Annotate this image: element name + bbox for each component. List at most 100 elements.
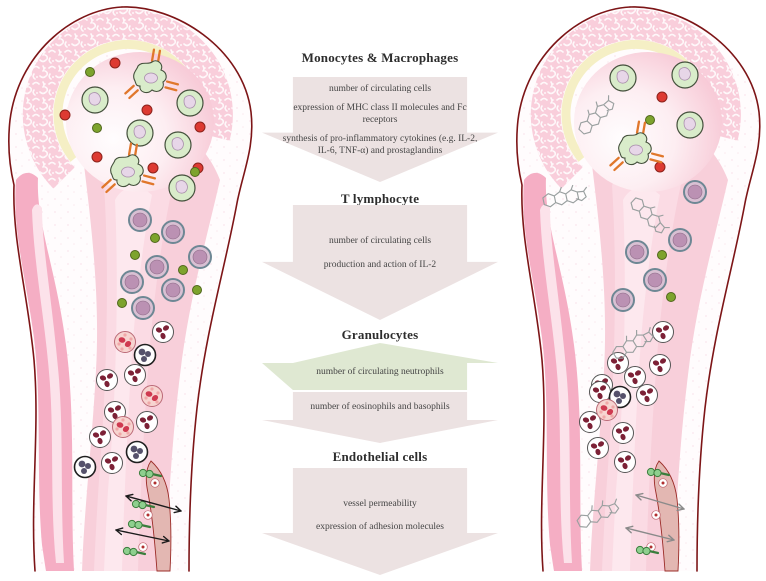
basophil-cell <box>133 343 157 367</box>
cytokine-green-dot <box>657 250 667 260</box>
cytokine-green-dot <box>85 67 95 77</box>
monocyte-cell <box>176 89 204 117</box>
tlymphocyte-effect-2: production and action of IL-2 <box>323 260 437 270</box>
permeability-double-arrow <box>635 492 685 512</box>
tlymphocyte-down-arrow: number of circulating cells production a… <box>262 205 498 320</box>
neutrophil-cell <box>579 411 601 433</box>
cytokine-green-dot <box>130 250 140 260</box>
neutrophil-cell <box>587 437 609 459</box>
monocytes-down-arrow: number of circulating cells expression o… <box>262 77 498 182</box>
neutrophil-cell <box>614 451 636 473</box>
t-lymphocyte-cell <box>683 180 707 204</box>
cytokine-green-dot <box>666 292 676 302</box>
monocyte-cell <box>676 111 704 139</box>
neutrophil-cell <box>607 352 629 374</box>
endothelial-nucleus <box>138 542 148 552</box>
t-lymphocyte-cell <box>643 268 667 292</box>
neutrophil-cell <box>624 366 646 388</box>
endothelial-down-arrow: vessel permeability expression of adhesi… <box>262 468 498 575</box>
cytokine-red-dot <box>654 161 666 173</box>
monocytes-effect-2: expression of MHC class II molecules and… <box>293 103 467 125</box>
cytokine-red-dot <box>59 109 71 121</box>
cytokine-red-dot <box>656 91 668 103</box>
endothelial-nucleus <box>143 510 153 520</box>
adhesion-molecule <box>646 467 671 478</box>
t-lymphocyte-cell <box>611 288 635 312</box>
cytokine-green-dot <box>92 123 102 133</box>
cytokine-red-dot <box>109 57 121 69</box>
t-lymphocyte-cell <box>128 208 152 232</box>
granulocytes-effect-up: number of circulating neutrophils <box>316 367 444 377</box>
neutrophil-cell <box>124 364 146 386</box>
glucocorticoid-molecule <box>630 197 670 234</box>
monocyte-cell <box>671 61 699 89</box>
glucocorticoid-molecule <box>612 327 654 359</box>
adhesion-molecule <box>131 499 156 510</box>
t-lymphocyte-cell <box>161 220 185 244</box>
permeability-double-arrow <box>625 525 675 543</box>
t-lymphocyte-cell <box>145 255 169 279</box>
cytokine-red-dot <box>147 162 159 174</box>
eosinophils-down-arrow: number of eosinophils and basophils <box>262 392 498 443</box>
endothelial-nucleus <box>658 478 668 488</box>
permeability-double-arrow <box>125 493 182 514</box>
neutrophils-up-arrow: number of circulating neutrophils <box>262 343 498 390</box>
macrophage-cell <box>609 120 665 172</box>
section-heading-endothelial: Endothelial cells <box>332 449 428 464</box>
monocyte-cell <box>168 174 196 202</box>
neutrophil-cell <box>649 354 671 376</box>
monocytes-effect-3: synthesis of pro-inflammatory cytokines … <box>282 134 478 156</box>
basophil-cell <box>125 440 149 464</box>
adhesion-molecule <box>138 468 163 479</box>
t-lymphocyte-cell <box>668 228 692 252</box>
neutrophil-cell <box>152 321 174 343</box>
cytokine-green-dot <box>645 115 655 125</box>
glucocorticoid-molecule <box>578 95 615 135</box>
monocytes-effect-1: number of circulating cells <box>328 84 432 94</box>
section-heading-tlymphocyte: T lymphocyte <box>340 191 420 206</box>
cytokine-green-dot <box>178 265 188 275</box>
cytokine-red-dot <box>141 104 153 116</box>
cytokine-green-dot <box>190 167 200 177</box>
t-lymphocyte-cell <box>188 245 212 269</box>
monocyte-cell <box>126 119 154 147</box>
endothelial-nucleus <box>150 478 160 488</box>
eosinophil-cell <box>114 331 136 353</box>
neutrophil-cell <box>96 369 118 391</box>
neutrophil-cell <box>89 426 111 448</box>
neutrophil-cell <box>636 384 658 406</box>
neutrophil-cell <box>652 321 674 343</box>
tlymphocyte-effect-1: number of circulating cells <box>328 236 432 246</box>
right-vessel-illustration <box>517 7 760 571</box>
eosinophil-cell <box>141 385 163 407</box>
neutrophil-cell <box>136 411 158 433</box>
endothelial-effect-2: expression of adhesion molecules <box>316 522 444 532</box>
macrophage-cell <box>124 48 180 100</box>
neutrophil-cell <box>612 422 634 444</box>
t-lymphocyte-cell <box>120 270 144 294</box>
adhesion-molecule <box>122 546 147 557</box>
cytokine-green-dot <box>117 298 127 308</box>
endothelial-nucleus <box>651 510 661 520</box>
neutrophil-cell <box>101 452 123 474</box>
t-lymphocyte-cell <box>131 296 155 320</box>
basophil-cell <box>73 455 97 479</box>
glucocorticoid-molecule <box>542 184 588 208</box>
section-heading-granulocytes: Granulocytes <box>341 327 419 342</box>
monocyte-cell <box>81 86 109 114</box>
macrophage-cell <box>101 142 157 194</box>
adhesion-molecule <box>635 545 660 556</box>
section-heading-monocytes: Monocytes & Macrophages <box>301 50 459 65</box>
monocyte-cell <box>164 131 192 159</box>
effects-column: Monocytes & Macrophages number of circul… <box>255 40 505 581</box>
t-lymphocyte-cell <box>625 240 649 264</box>
cytokine-red-dot <box>194 121 206 133</box>
glucocorticoid-molecule <box>576 498 620 528</box>
eosinophil-cell <box>596 399 618 421</box>
granulocytes-effect-down: number of eosinophils and basophils <box>310 402 450 412</box>
left-vessel-illustration <box>9 7 252 571</box>
monocyte-cell <box>609 64 637 92</box>
eosinophil-cell <box>112 416 134 438</box>
